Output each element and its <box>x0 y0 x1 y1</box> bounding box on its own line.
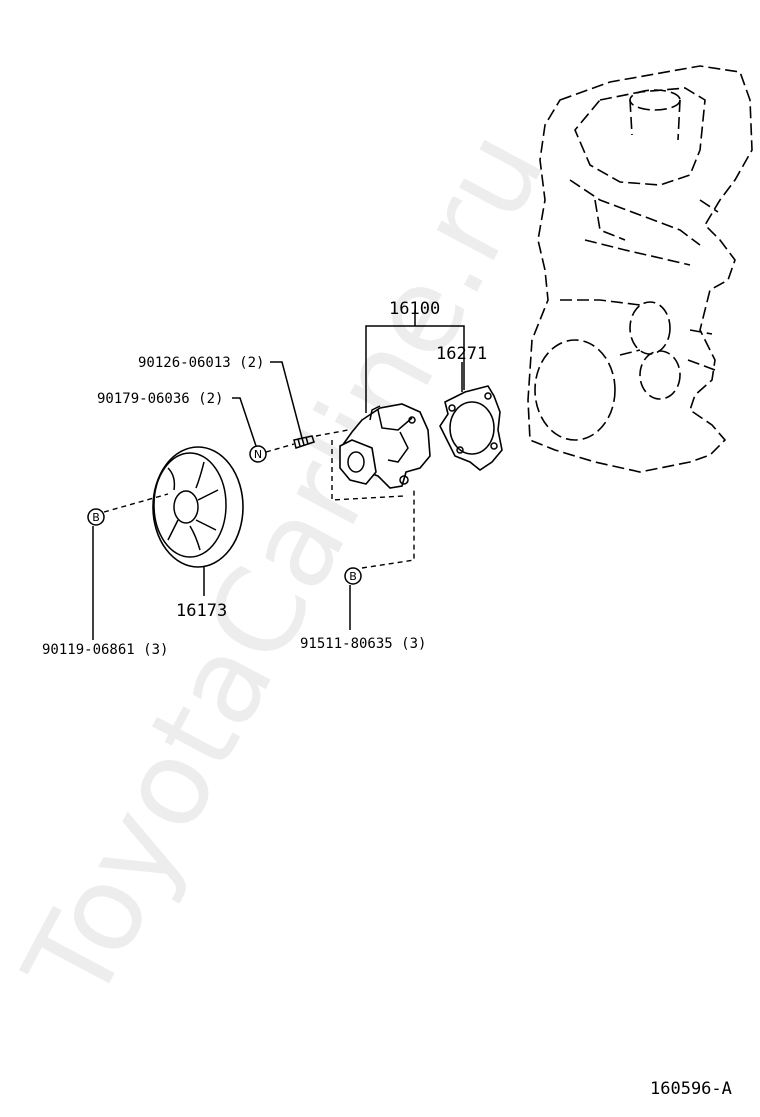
gasket-drawing <box>439 385 503 471</box>
part-label-pump-bolt: 91511-80635 (3) <box>300 636 426 652</box>
marker-b-label: B <box>92 511 100 524</box>
engine-block-outline <box>527 65 753 473</box>
water-pump-drawing <box>339 403 431 489</box>
stud-drawing <box>293 435 315 449</box>
marker-nut: N <box>249 445 267 463</box>
part-label-pulley-bolt: 90119-06861 (3) <box>42 642 168 658</box>
pulley-drawing <box>152 446 244 568</box>
marker-pump-bolt: B <box>344 567 362 585</box>
assembly-lines <box>103 429 415 569</box>
leader-lines <box>92 310 465 640</box>
part-label-water-pump: 16100 <box>389 299 440 319</box>
marker-pulley-bolt: B <box>87 508 105 526</box>
part-label-gasket: 16271 <box>436 344 487 364</box>
part-label-nut: 90179-06036 (2) <box>97 391 223 407</box>
marker-b-label: B <box>349 570 357 583</box>
part-label-pulley: 16173 <box>176 601 227 621</box>
diagram-code: 160596-A <box>650 1079 732 1099</box>
part-label-stud: 90126-06013 (2) <box>138 355 264 371</box>
marker-n-label: N <box>254 448 262 461</box>
watermark: ToyotaCarline.ru <box>0 109 571 1024</box>
